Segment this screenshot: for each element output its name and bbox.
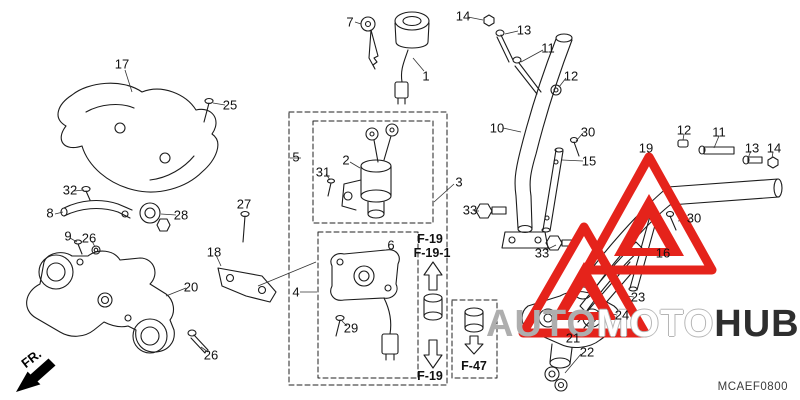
part-callout-9: 9 <box>64 228 72 244</box>
part-callout-28: 28 <box>173 207 189 223</box>
key-part <box>360 16 379 70</box>
ref-label-F-47: F-47 <box>461 358 487 373</box>
part-callout-12: 12 <box>563 68 579 84</box>
part-callout-33: 33 <box>462 202 478 218</box>
part-callout-22: 22 <box>579 344 595 360</box>
stay-bracket-part <box>60 185 171 255</box>
part-callout-19: 19 <box>638 140 654 156</box>
watermark-triangle-logos <box>518 152 717 338</box>
ref-label-F-19: F-19 <box>417 231 443 246</box>
part-callout-10: 10 <box>489 120 505 136</box>
part-callout-8: 8 <box>46 205 54 221</box>
assembly-box-f47 <box>451 299 498 379</box>
left-handlebar-pipe-part <box>475 14 580 249</box>
f47-bushing-part <box>464 307 484 355</box>
part-callout-3: 3 <box>455 174 463 190</box>
part-callout-2: 2 <box>342 152 350 168</box>
ref-label-F-19-1: F-19-1 <box>413 245 451 260</box>
switch-base-part <box>330 249 400 361</box>
ref-arrows-and-bushing <box>423 261 443 369</box>
diagram-code: MCAEF0800 <box>717 381 788 393</box>
assembly-box-5 <box>288 111 448 386</box>
part-callout-13: 13 <box>516 22 532 38</box>
watermark-auto: AUTO <box>486 303 597 345</box>
part-callout-32: 32 <box>62 182 78 198</box>
part-callout-11: 11 <box>712 124 726 140</box>
screw-27-part <box>240 210 250 243</box>
part-callout-13: 13 <box>744 140 760 156</box>
part-callout-33: 33 <box>534 245 550 261</box>
part-callout-30: 30 <box>686 210 702 226</box>
part-callout-15: 15 <box>581 153 597 169</box>
part-callout-23: 23 <box>630 289 646 305</box>
watermark-moto: MOTO <box>596 303 715 345</box>
screw-25-part <box>203 97 214 123</box>
part-callout-20: 20 <box>183 279 199 295</box>
part-callout-6: 6 <box>387 237 395 253</box>
bracket-18-part <box>187 267 277 354</box>
assembly-box-3 <box>312 120 434 224</box>
part-callout-27: 27 <box>236 196 252 212</box>
part-callout-11: 11 <box>541 40 555 56</box>
part-callout-14: 14 <box>766 140 782 156</box>
assembly-box-6 <box>317 231 419 379</box>
watermark-hub: HUB <box>714 303 800 345</box>
handle-cover-part <box>57 82 219 193</box>
part-callout-16: 16 <box>655 245 671 261</box>
ref-label-F-19: F-19 <box>417 368 443 383</box>
part-callout-26: 26 <box>203 347 219 363</box>
part-callout-24: 24 <box>614 307 630 323</box>
part-callout-5: 5 <box>292 149 300 165</box>
part-callout-25: 25 <box>222 97 238 113</box>
front-direction-arrow-icon: FR. <box>16 346 56 392</box>
switch-assembly-part <box>326 123 399 219</box>
part-callout-30: 30 <box>580 124 596 140</box>
part-callout-21: 21 <box>565 330 581 346</box>
ignition-switch-part <box>394 11 430 105</box>
watermark-brand-text: AUTOMOTOHUB <box>486 303 800 346</box>
part-callout-4: 4 <box>292 284 300 300</box>
part-callout-17: 17 <box>114 56 130 72</box>
part-callout-7: 7 <box>346 14 354 30</box>
top-bridge-part <box>26 250 175 354</box>
part-callout-29: 29 <box>343 320 359 336</box>
part-callout-1: 1 <box>422 68 430 84</box>
part-callout-31: 31 <box>315 164 331 180</box>
part-callout-14: 14 <box>455 8 471 24</box>
part-callout-12: 12 <box>676 122 692 138</box>
part-callout-26: 26 <box>81 230 97 246</box>
part-callout-18: 18 <box>206 244 222 260</box>
